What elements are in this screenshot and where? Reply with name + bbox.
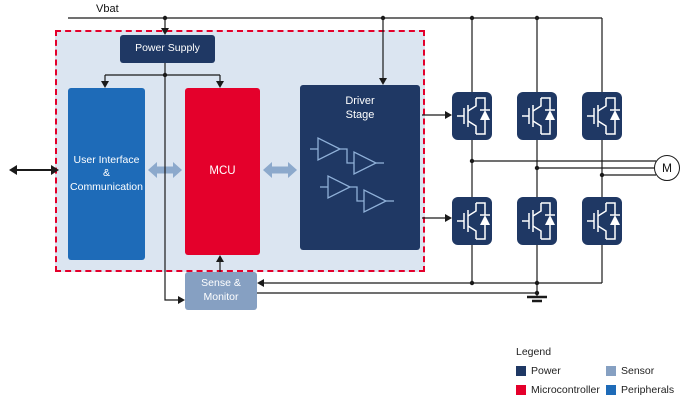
sense-monitor-block: Sense & Monitor	[185, 272, 257, 310]
legend-swatch-power	[516, 366, 526, 376]
ground-icon	[527, 295, 547, 303]
igbt-cell-top-3	[582, 92, 622, 140]
mcu-block: MCU	[185, 88, 260, 255]
legend-grid: Power Sensor Microcontroller Peripherals	[516, 365, 686, 396]
vbat-label: Vbat	[96, 3, 119, 15]
igbt-icon	[521, 97, 556, 135]
legend-item-sensor: Sensor	[606, 365, 686, 377]
legend-item-peripherals: Peripherals	[606, 384, 686, 396]
igbt-cell-top-2	[517, 92, 557, 140]
legend-label-microcontroller: Microcontroller	[531, 384, 600, 396]
legend-item-microcontroller: Microcontroller	[516, 384, 606, 396]
power-supply-block: Power Supply	[120, 35, 215, 63]
igbt-icon	[456, 97, 491, 135]
igbt-icon	[456, 202, 491, 240]
legend-swatch-sensor	[606, 366, 616, 376]
legend-label-sensor: Sensor	[621, 365, 655, 377]
igbt-icon	[586, 202, 621, 240]
igbt-cell-bottom-3	[582, 197, 622, 245]
legend-swatch-peripherals	[606, 385, 616, 395]
driver-stage-label: Driver Stage	[345, 95, 375, 122]
igbt-cell-bottom-1	[452, 197, 492, 245]
legend-title: Legend	[516, 346, 552, 358]
legend-label-power: Power	[531, 365, 561, 377]
legend-swatch-microcontroller	[516, 385, 526, 395]
igbt-cell-bottom-2	[517, 197, 557, 245]
external-io-arrow-icon	[9, 165, 59, 175]
legend-label-peripherals: Peripherals	[621, 384, 675, 396]
igbt-icon	[521, 202, 556, 240]
driver-stage-block: Driver Stage	[300, 85, 420, 250]
legend: Legend Power Sensor Microcontroller Peri…	[516, 346, 686, 396]
user-interface-block: User Interface & Communication	[68, 88, 145, 260]
motor-circle: M	[654, 155, 680, 181]
igbt-cell-top-1	[452, 92, 492, 140]
legend-item-power: Power	[516, 365, 606, 377]
igbt-icon	[586, 97, 621, 135]
